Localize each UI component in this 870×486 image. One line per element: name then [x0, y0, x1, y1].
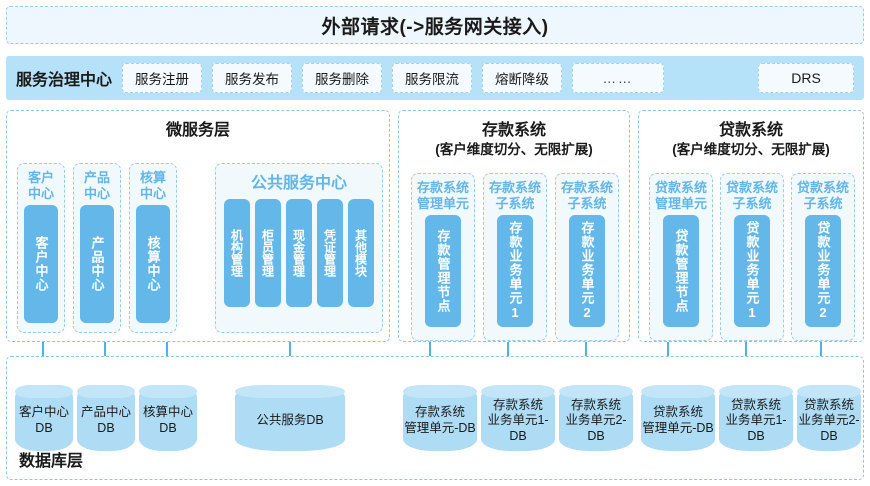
- deposit-system-title: 存款系统: [481, 122, 546, 139]
- module-voucher-management[interactable]: 凭证管理: [317, 199, 343, 308]
- loan-system-group: 贷款系统 (客户维度切分、无限扩展) 贷款系统 管理单元 贷款管理节点 贷款系统…: [638, 110, 864, 342]
- center-accounting-block[interactable]: 核算中心: [136, 205, 170, 324]
- db-deposit-unit-2-label: 存款系统 业务单元2-DB: [565, 397, 627, 443]
- service-governance-band: 服务治理中心 服务注册 服务发布 服务删除 服务限流 熔断降级 …… DRS: [6, 56, 864, 100]
- loan-management-unit-head: 贷款系统 管理单元: [654, 180, 707, 211]
- center-customer-head: 客户 中心: [27, 170, 54, 201]
- module-cash-management[interactable]: 现金管理: [286, 199, 312, 308]
- center-customer-block[interactable]: 客户中心: [24, 205, 58, 324]
- deposit-system-subtitle: (客户维度切分、无限扩展): [435, 142, 593, 158]
- center-product-head: 产品 中心: [83, 170, 110, 201]
- deposit-subsystem-2[interactable]: 存款系统 子系统 存款业务单元2: [555, 173, 619, 341]
- gov-chip-drs[interactable]: DRS: [758, 63, 854, 93]
- deposit-management-node-block[interactable]: 存款管理节点: [425, 215, 461, 328]
- database-layer-group: 客户中心 DB 产品中心 DB 核算中心 DB 公共服务DB 存款系统 管理单元…: [6, 356, 864, 480]
- db-customer-center-label: 客户中心 DB: [18, 405, 69, 435]
- db-loan-unit-1[interactable]: 贷款系统 业务单元1-DB: [719, 385, 793, 451]
- center-accounting-head: 核算 中心: [139, 170, 166, 201]
- gov-chip-service-publish[interactable]: 服务发布: [212, 63, 293, 93]
- center-customer[interactable]: 客户 中心 客户中心: [17, 163, 65, 333]
- center-product[interactable]: 产品 中心 产品中心: [73, 163, 121, 333]
- db-public-service[interactable]: 公共服务DB: [235, 385, 345, 451]
- microservice-layer-group: 微服务层 客户 中心 客户中心 产品 中心 产品中心 核算 中心 核算中心 公共…: [6, 110, 390, 342]
- public-service-center[interactable]: 公共服务中心 机构管理 柜员管理 现金管理 凭证管理 其他模块: [215, 163, 383, 333]
- loan-management-unit[interactable]: 贷款系统 管理单元 贷款管理节点: [649, 173, 713, 341]
- external-request-banner: 外部请求(->服务网关接入): [6, 6, 864, 44]
- db-deposit-management[interactable]: 存款系统 管理单元-DB: [403, 385, 477, 451]
- deposit-system-group: 存款系统 (客户维度切分、无限扩展) 存款系统 管理单元 存款管理节点 存款系统…: [398, 110, 630, 342]
- loan-business-unit-2-block[interactable]: 贷款业务单元2: [805, 215, 841, 328]
- db-loan-unit-2-label: 贷款系统 业务单元2-DB: [798, 397, 860, 443]
- loan-management-node-block[interactable]: 贷款管理节点: [663, 215, 699, 328]
- db-product-center-label: 产品中心 DB: [80, 405, 131, 435]
- public-service-center-head: 公共服务中心: [250, 175, 347, 192]
- module-org-management[interactable]: 机构管理: [224, 199, 250, 308]
- db-deposit-unit-2[interactable]: 存款系统 业务单元2-DB: [559, 385, 633, 451]
- deposit-subsystem-2-head: 存款系统 子系统: [560, 180, 613, 211]
- gov-chip-circuit-breaker[interactable]: 熔断降级: [482, 63, 563, 93]
- db-accounting-center[interactable]: 核算中心 DB: [139, 385, 197, 451]
- public-service-module-row: 机构管理 柜员管理 现金管理 凭证管理 其他模块: [224, 199, 374, 308]
- db-loan-management-label: 贷款系统 管理单元-DB: [642, 405, 714, 435]
- gov-chip-more[interactable]: ……: [572, 63, 665, 93]
- loan-subsystem-1-head: 贷款系统 子系统: [725, 180, 778, 211]
- db-deposit-unit-1[interactable]: 存款系统 业务单元1-DB: [481, 385, 555, 451]
- db-loan-unit-1-label: 贷款系统 业务单元1-DB: [725, 397, 787, 443]
- gov-chip-service-ratelimit[interactable]: 服务限流: [392, 63, 473, 93]
- deposit-management-unit-head: 存款系统 管理单元: [416, 180, 469, 211]
- deposit-management-unit[interactable]: 存款系统 管理单元 存款管理节点: [411, 173, 475, 341]
- deposit-subsystem-1[interactable]: 存款系统 子系统 存款业务单元1: [483, 173, 547, 341]
- deposit-subsystem-1-head: 存款系统 子系统: [488, 180, 541, 211]
- service-governance-title: 服务治理中心: [16, 72, 113, 89]
- loan-system-title: 贷款系统: [718, 122, 783, 139]
- db-product-center[interactable]: 产品中心 DB: [77, 385, 135, 451]
- gov-chip-service-delete[interactable]: 服务删除: [302, 63, 383, 93]
- db-accounting-center-label: 核算中心 DB: [142, 405, 193, 435]
- db-loan-management[interactable]: 贷款系统 管理单元-DB: [641, 385, 715, 451]
- module-other[interactable]: 其他模块: [348, 199, 374, 308]
- db-loan-unit-2[interactable]: 贷款系统 业务单元2-DB: [797, 385, 861, 451]
- gov-chip-service-register[interactable]: 服务注册: [122, 63, 203, 93]
- db-deposit-management-label: 存款系统 管理单元-DB: [404, 405, 476, 435]
- loan-subsystem-2[interactable]: 贷款系统 子系统 贷款业务单元2: [791, 173, 855, 341]
- db-deposit-unit-1-label: 存款系统 业务单元1-DB: [487, 397, 549, 443]
- external-request-banner-text: 外部请求(->服务网关接入): [321, 16, 549, 38]
- db-customer-center[interactable]: 客户中心 DB: [15, 385, 73, 451]
- deposit-business-unit-2-block[interactable]: 存款业务单元2: [569, 215, 605, 328]
- database-layer-title: 数据库层: [19, 453, 84, 470]
- center-product-block[interactable]: 产品中心: [80, 205, 114, 324]
- middle-layer-row: 微服务层 客户 中心 客户中心 产品 中心 产品中心 核算 中心 核算中心 公共…: [6, 110, 864, 342]
- db-public-service-label: 公共服务DB: [256, 413, 324, 428]
- loan-system-subtitle: (客户维度切分、无限扩展): [672, 142, 830, 158]
- loan-business-unit-1-block[interactable]: 贷款业务单元1: [734, 215, 770, 328]
- loan-subsystem-1[interactable]: 贷款系统 子系统 贷款业务单元1: [720, 173, 784, 341]
- loan-subsystem-2-head: 贷款系统 子系统: [796, 180, 849, 211]
- microservice-layer-title: 微服务层: [165, 122, 230, 139]
- center-accounting[interactable]: 核算 中心 核算中心: [129, 163, 177, 333]
- module-teller-management[interactable]: 柜员管理: [255, 199, 281, 308]
- deposit-business-unit-1-block[interactable]: 存款业务单元1: [497, 215, 533, 328]
